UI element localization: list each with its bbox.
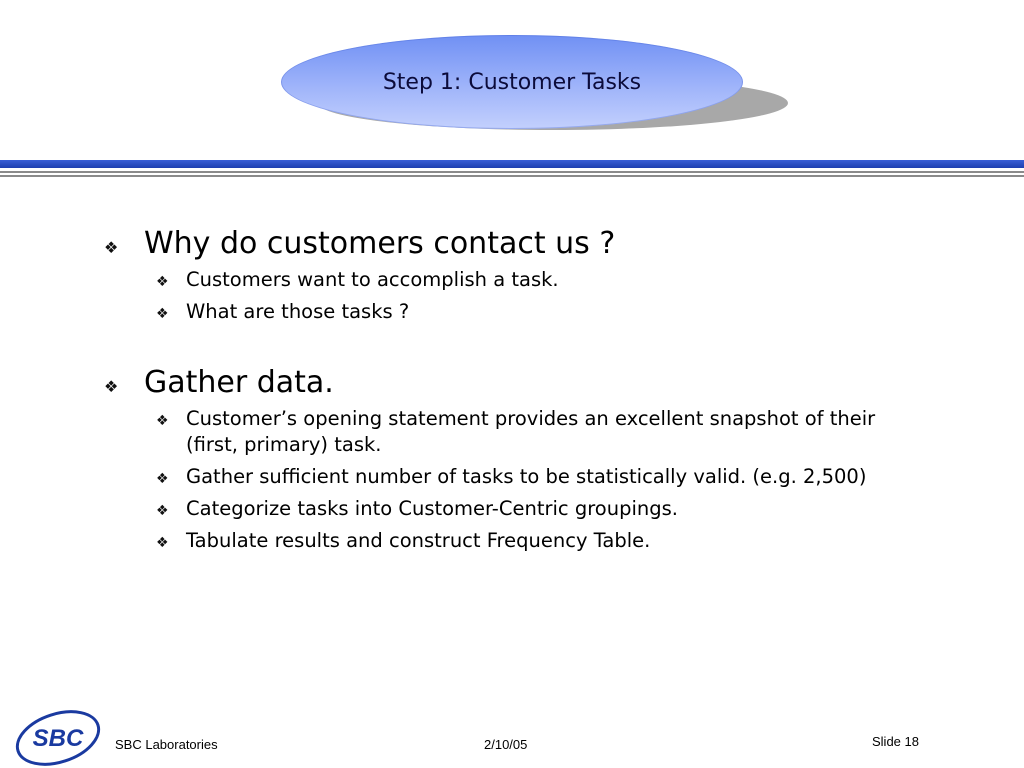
diamond-bullet-icon: ❖ — [156, 503, 169, 519]
diamond-bullet-icon: ❖ — [156, 274, 169, 290]
bullet-group-2: ❖ Gather data. ❖ Customer’s opening stat… — [104, 365, 964, 554]
bullet-l2-text: Gather sufficient number of tasks to be … — [186, 465, 867, 488]
bullet-l2: ❖ Categorize tasks into Customer-Centric… — [156, 496, 964, 522]
diamond-bullet-icon: ❖ — [156, 413, 169, 429]
footer-organization: SBC Laboratories — [115, 737, 218, 752]
header-rule-gray-top — [0, 171, 1024, 173]
diamond-bullet-icon: ❖ — [104, 238, 119, 257]
header-rule-blue — [0, 160, 1024, 168]
bullet-group-1: ❖ Why do customers contact us ? ❖ Custom… — [104, 226, 964, 325]
diamond-bullet-icon: ❖ — [156, 535, 169, 551]
diamond-bullet-icon: ❖ — [156, 471, 169, 487]
diamond-bullet-icon: ❖ — [104, 377, 119, 396]
slide-title: Step 1: Customer Tasks — [382, 69, 642, 95]
header-rule-gray-bottom — [0, 175, 1024, 177]
bullet-l1: ❖ Gather data. — [104, 365, 964, 400]
bullet-l2-text: Categorize tasks into Customer-Centric g… — [186, 497, 678, 520]
footer-date: 2/10/05 — [484, 737, 528, 752]
bullet-l2-text: Customer’s opening statement provides an… — [186, 407, 876, 456]
bullet-l2: ❖ Tabulate results and construct Frequen… — [156, 528, 964, 554]
sbc-logo-text: SBC — [33, 725, 84, 752]
title-oval — [281, 35, 743, 129]
bullet-l2: ❖ Customer’s opening statement provides … — [156, 406, 964, 458]
bullet-l1-text: Gather data. — [144, 365, 334, 400]
bullet-l2-text: Customers want to accomplish a task. — [186, 268, 559, 291]
bullet-l2: ❖ Gather sufficient number of tasks to b… — [156, 464, 964, 490]
bullet-l2-text: Tabulate results and construct Frequency… — [186, 529, 651, 552]
bullet-l2: ❖ What are those tasks ? — [156, 299, 964, 325]
sbc-logo: SBC — [15, 710, 101, 766]
bullet-l2-text: What are those tasks ? — [186, 300, 410, 323]
bullet-l1-text: Why do customers contact us ? — [144, 226, 616, 261]
diamond-bullet-icon: ❖ — [156, 306, 169, 322]
slide-body: ❖ Why do customers contact us ? ❖ Custom… — [104, 226, 964, 554]
bullet-l1: ❖ Why do customers contact us ? — [104, 226, 964, 261]
footer-slide-number: Slide 18 — [872, 734, 919, 749]
bullet-l2: ❖ Customers want to accomplish a task. — [156, 267, 964, 293]
